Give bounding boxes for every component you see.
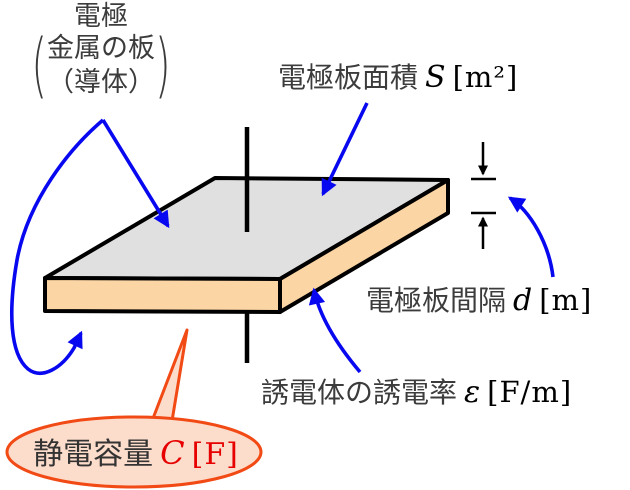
big-paren-open: ( bbox=[31, 25, 47, 107]
capacitance-callout bbox=[5, 328, 263, 489]
electrode-label-paren-group: ( 金属の板 （導体） ) bbox=[0, 26, 202, 107]
permittivity-label: 誘電体の誘電率 ε [F/m] bbox=[261, 371, 572, 411]
area-label: 電極板面積 S [m²] bbox=[278, 56, 518, 96]
area-label-text: 電極板面積 bbox=[278, 61, 419, 94]
callout-ellipse bbox=[5, 415, 263, 489]
permittivity-symbol: ε bbox=[464, 375, 481, 410]
area-arrow bbox=[321, 102, 369, 197]
gap-unit: [m] bbox=[539, 283, 593, 317]
big-paren-close: ) bbox=[155, 25, 171, 107]
electrode-label-lines: 金属の板 （導体） bbox=[47, 32, 155, 100]
permittivity-arrow bbox=[308, 287, 362, 374]
plate-front-face bbox=[43, 276, 282, 314]
annotation-arrows bbox=[9, 102, 555, 375]
electrode-label-line2: 金属の板 bbox=[47, 33, 155, 64]
gap-label-text: 電極板間隔 bbox=[366, 284, 507, 317]
gap-label: 電極板間隔 d [m] bbox=[366, 279, 592, 319]
permittivity-label-text: 誘電体の誘電率 bbox=[261, 376, 458, 409]
gap-arrow bbox=[507, 196, 555, 278]
permittivity-unit: [F/m] bbox=[487, 375, 573, 409]
electrode-arrow-loop bbox=[9, 118, 105, 375]
capacitance-symbol: C bbox=[160, 434, 185, 472]
capacitance-label: 静電容量 C [F] bbox=[20, 429, 252, 473]
plate-right-face bbox=[278, 178, 450, 314]
thickness-dimension bbox=[471, 142, 496, 249]
capacitance-unit: [F] bbox=[191, 437, 239, 472]
electrode-label-line1: 電極 bbox=[74, 1, 128, 32]
area-unit: [m²] bbox=[452, 60, 519, 94]
capacitance-label-text: 静電容量 bbox=[33, 437, 154, 472]
electrode-label: 電極 ( 金属の板 （導体） ) bbox=[0, 1, 202, 107]
callout-tail bbox=[150, 328, 189, 423]
electrode-label-line3: （導体） bbox=[47, 67, 155, 98]
area-symbol: S bbox=[425, 60, 446, 95]
gap-symbol: d bbox=[513, 283, 533, 318]
electrode-arrow-top bbox=[101, 119, 170, 229]
